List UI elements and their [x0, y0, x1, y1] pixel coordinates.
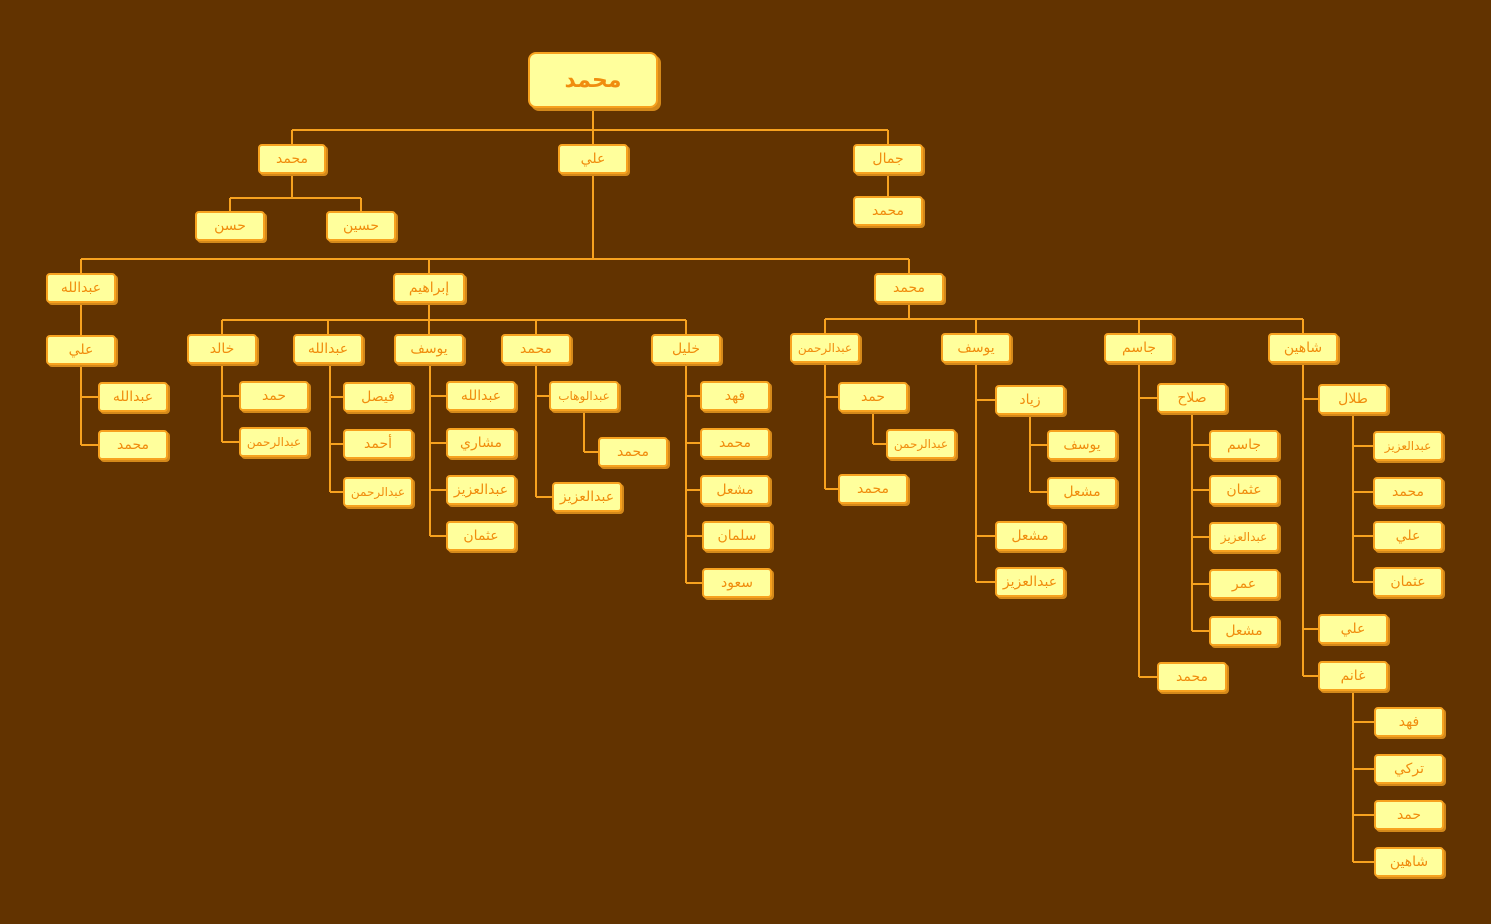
node-i5-2[interactable]: محمد	[700, 428, 770, 458]
node-b1-1[interactable]: حسن	[195, 211, 265, 241]
node-root[interactable]: محمد	[528, 52, 658, 108]
node-a1-2[interactable]: محمد	[98, 430, 168, 460]
node-i3-2[interactable]: مشاري	[446, 428, 516, 458]
node-b1-2[interactable]: حسين	[326, 211, 396, 241]
node-i2-1[interactable]: فيصل	[343, 382, 413, 412]
node-i5-1[interactable]: فهد	[700, 381, 770, 411]
node-b1[interactable]: محمد	[258, 144, 326, 174]
node-i5-4[interactable]: سلمان	[702, 521, 772, 551]
node-m3-1[interactable]: صلاح	[1157, 383, 1227, 413]
node-m2-1-2[interactable]: مشعل	[1047, 477, 1117, 507]
node-i2-2[interactable]: أحمد	[343, 429, 413, 459]
node-b3-1[interactable]: محمد	[853, 196, 923, 226]
node-m1-2[interactable]: محمد	[838, 474, 908, 504]
node-m1-1-1[interactable]: عبدالرحمن	[886, 429, 956, 459]
node-i1-1[interactable]: حمد	[239, 381, 309, 411]
node-m4-3-2[interactable]: تركي	[1374, 754, 1444, 784]
node-m4-3-1[interactable]: فهد	[1374, 707, 1444, 737]
node-i1-2[interactable]: عبدالرحمن	[239, 427, 309, 457]
node-m3-2[interactable]: محمد	[1157, 662, 1227, 692]
node-i4[interactable]: محمد	[501, 334, 571, 364]
node-m3-1-4[interactable]: عمر	[1209, 569, 1279, 599]
node-m4-2[interactable]: علي	[1318, 614, 1388, 644]
node-m4[interactable]: شاهين	[1268, 333, 1338, 363]
node-i4-1-1[interactable]: محمد	[598, 437, 668, 467]
node-m3-1-3[interactable]: عبدالعزيز	[1209, 522, 1279, 552]
node-i4-2[interactable]: عبدالعزيز	[552, 482, 622, 512]
node-i[interactable]: إبراهيم	[393, 273, 465, 303]
node-b3[interactable]: جمال	[853, 144, 923, 174]
node-m4-1[interactable]: طلال	[1318, 384, 1388, 414]
node-m4-1-3[interactable]: علي	[1373, 521, 1443, 551]
node-a1[interactable]: علي	[46, 335, 116, 365]
node-a1-1[interactable]: عبدالله	[98, 382, 168, 412]
node-m2-2[interactable]: مشعل	[995, 521, 1065, 551]
node-i5[interactable]: خليل	[651, 334, 721, 364]
node-i3-1[interactable]: عبدالله	[446, 381, 516, 411]
node-m1[interactable]: عبدالرحمن	[790, 333, 860, 363]
node-b2[interactable]: علي	[558, 144, 628, 174]
node-i4-1[interactable]: عبدالوهاب	[549, 381, 619, 411]
node-i5-5[interactable]: سعود	[702, 568, 772, 598]
node-i2-3[interactable]: عبدالرحمن	[343, 477, 413, 507]
node-m3[interactable]: جاسم	[1104, 333, 1174, 363]
node-m3-1-1[interactable]: جاسم	[1209, 430, 1279, 460]
node-m3-1-5[interactable]: مشعل	[1209, 616, 1279, 646]
node-m2-3[interactable]: عبدالعزيز	[995, 567, 1065, 597]
node-m3-1-2[interactable]: عثمان	[1209, 475, 1279, 505]
node-a[interactable]: عبدالله	[46, 273, 116, 303]
node-m2-1[interactable]: زياد	[995, 385, 1065, 415]
node-m2-1-1[interactable]: يوسف	[1047, 430, 1117, 460]
node-m1-1[interactable]: حمد	[838, 382, 908, 412]
node-i5-3[interactable]: مشعل	[700, 475, 770, 505]
node-m4-1-2[interactable]: محمد	[1373, 477, 1443, 507]
node-m4-3-3[interactable]: حمد	[1374, 800, 1444, 830]
node-i3-3[interactable]: عبدالعزيز	[446, 475, 516, 505]
node-i3[interactable]: يوسف	[394, 334, 464, 364]
node-i3-4[interactable]: عثمان	[446, 521, 516, 551]
node-m4-1-1[interactable]: عبدالعزيز	[1373, 431, 1443, 461]
node-m2[interactable]: يوسف	[941, 333, 1011, 363]
node-m4-3-4[interactable]: شاهين	[1374, 847, 1444, 877]
node-i2[interactable]: عبدالله	[293, 334, 363, 364]
node-i1[interactable]: خالد	[187, 334, 257, 364]
node-m4-3[interactable]: غانم	[1318, 661, 1388, 691]
node-m4-1-4[interactable]: عثمان	[1373, 567, 1443, 597]
node-m[interactable]: محمد	[874, 273, 944, 303]
